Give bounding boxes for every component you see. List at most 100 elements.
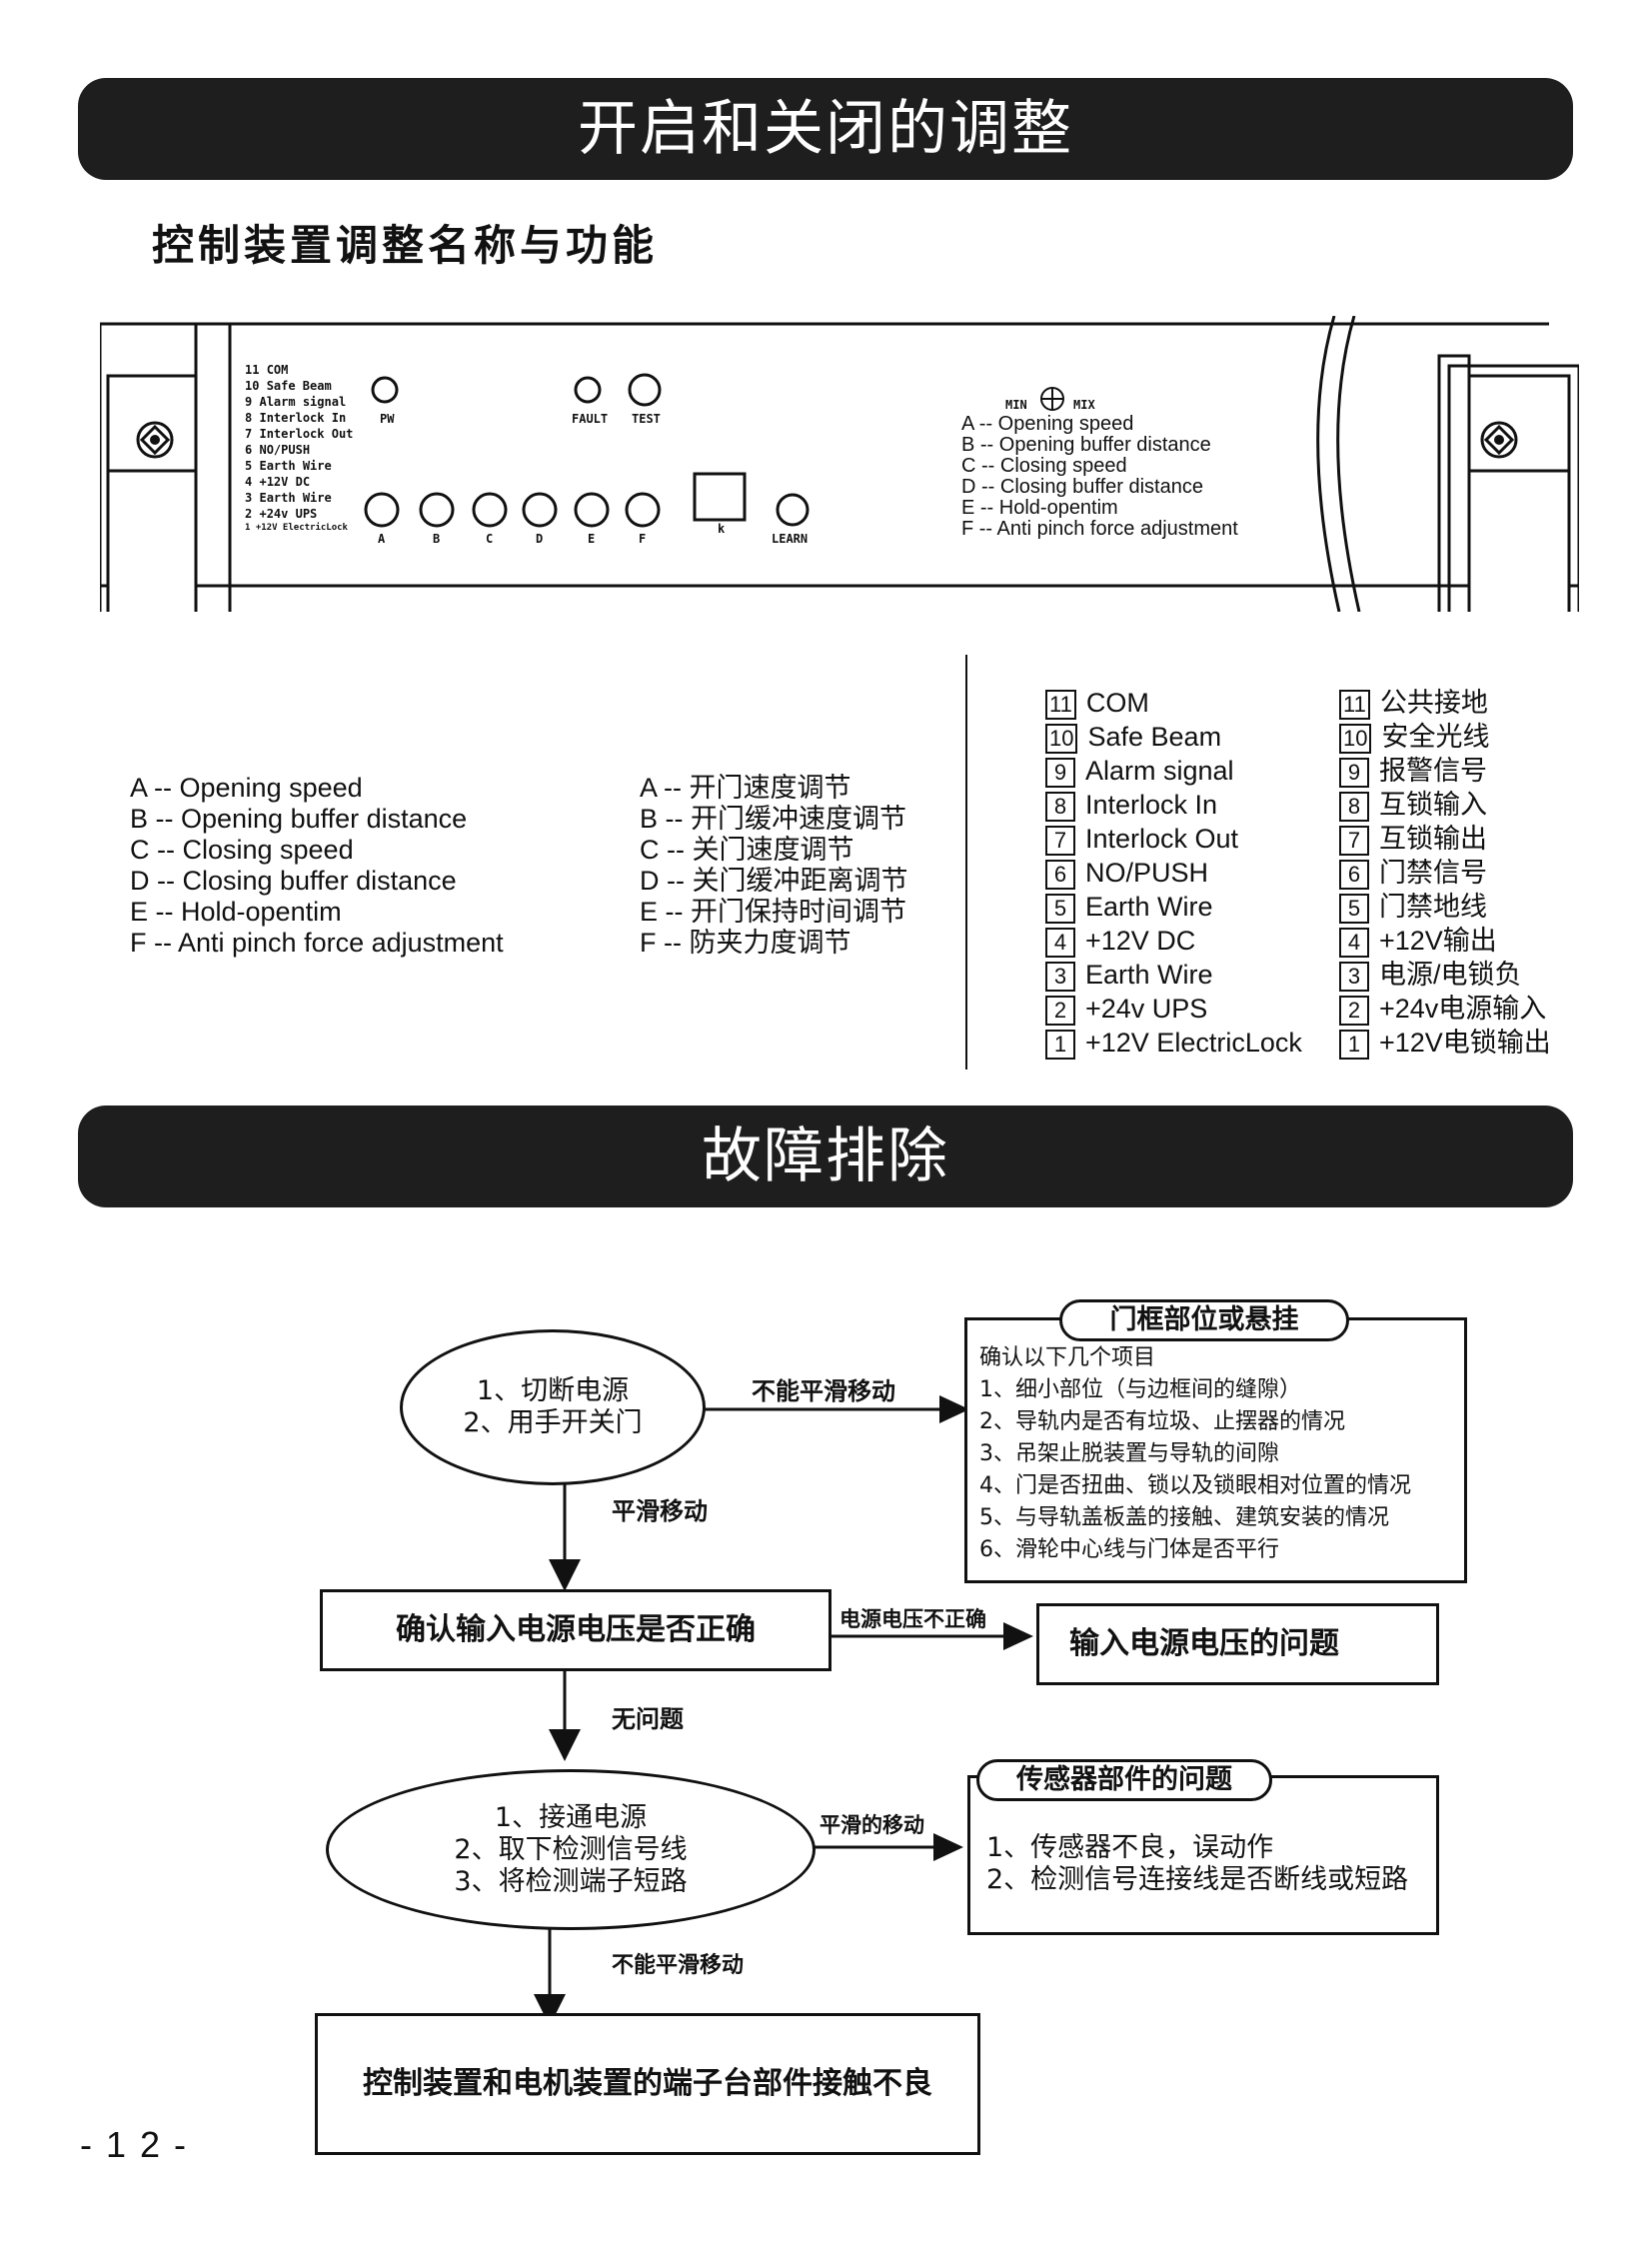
panel-terminal-11: 11 COM (245, 363, 289, 377)
flow-step1-line2: 2、用手开关门 (463, 1407, 643, 1438)
flow-step2-text: 确认输入电源电压是否正确 (396, 1612, 756, 1647)
terminal-cn-1: 1+12V电锁输出 (1339, 1026, 1551, 1060)
panel-terminal-9: 9 Alarm signal (245, 395, 347, 409)
control-panel-outline (98, 315, 1581, 618)
legend-cn-e: E -- 开门保持时间调节 (640, 897, 906, 927)
knob-label-b: B (433, 532, 441, 546)
section-title-troubleshooting: 故障排除 (78, 1106, 1573, 1207)
legend-en-b: B -- Opening buffer distance (130, 804, 468, 834)
knob-label-f: F (639, 532, 647, 546)
screw-right-icon (1479, 420, 1519, 460)
flow-step2-box: 确认输入电源电压是否正确 (320, 1589, 831, 1671)
legend-cn-a: A -- 开门速度调节 (640, 773, 851, 803)
terminal-en-2: 2+24v UPS (1045, 992, 1207, 1026)
flow-frame-lines: 确认以下几个项目 1、细小部位（与边框间的缝隙） 2、导轨内是否有垃圾、止摆器的… (979, 1342, 1411, 1566)
subtitle-control-device: 控制装置调整名称与功能 (152, 221, 659, 270)
flow-frame-line-3: 3、吊架止脱装置与导轨的间隙 (979, 1441, 1279, 1466)
max-label: MIX (1073, 398, 1095, 412)
legend-cn-f: F -- 防夹力度调节 (640, 928, 851, 958)
knob-label-e: E (588, 532, 596, 546)
flow-frame-line-6: 6、滑轮中心线与门体是否平行 (979, 1537, 1279, 1562)
flow-frame-line-1: 1、细小部位（与边框间的缝隙） (979, 1377, 1301, 1402)
legend-cn-b: B -- 开门缓冲速度调节 (640, 804, 906, 834)
flow-step3-line3: 3、将检测端子短路 (454, 1865, 688, 1897)
flow-frame-line-4: 4、门是否扭曲、锁以及锁眼相对位置的情况 (979, 1473, 1411, 1498)
page-number: - 1 2 - (80, 2124, 189, 2165)
dial-icon (1037, 384, 1067, 414)
flow-label-no-problem: 无问题 (612, 1705, 684, 1733)
flowchart-arrows (534, 1395, 1033, 2026)
flow-label-smooth-move: 平滑的移动 (820, 1813, 924, 1837)
knob-label-d: D (536, 532, 544, 546)
flow-label-not-smooth-2: 不能平滑移动 (612, 1953, 745, 1978)
panel-terminal-4: 4 +12V DC (245, 475, 311, 489)
panel-terminal-8: 8 Interlock In (245, 411, 347, 425)
flow-step1-line1: 1、切断电源 (476, 1375, 630, 1406)
legend-en-e: E -- Hold-opentim (130, 897, 342, 927)
panel-legend-e: E -- Hold-opentim (961, 497, 1118, 519)
flow-label-voltage-incorrect: 电源电压不正确 (839, 1607, 986, 1631)
flow-step3-line1: 1、接通电源 (494, 1801, 648, 1833)
panel-controls (364, 373, 810, 528)
pw-label: PW (380, 412, 395, 426)
section-title-adjustment: 开启和关闭的调整 (78, 78, 1573, 180)
flow-frame-line-2: 2、导轨内是否有垃圾、止摆器的情况 (979, 1409, 1345, 1434)
vertical-divider (965, 655, 967, 1070)
flow-step4-box: 控制装置和电机装置的端子台部件接触不良 (315, 2013, 980, 2155)
learn-label: LEARN (772, 532, 809, 546)
flow-sensor-box: 1、传感器不良，误动作 2、检测信号连接线是否断线或短路 (967, 1775, 1439, 1935)
min-label: MIN (1005, 398, 1027, 412)
terminal-en-4: 4+12V DC (1045, 924, 1195, 958)
flow-sensor-title: 传感器部件的问题 (976, 1759, 1272, 1801)
panel-terminal-7: 7 Interlock Out (245, 427, 354, 441)
legend-en-a: A -- Opening speed (130, 773, 363, 803)
flow-label-not-smooth-1: 不能平滑移动 (752, 1377, 895, 1405)
flow-sensor-line-1: 2、检测信号连接线是否断线或短路 (986, 1864, 1409, 1895)
legend-en-d: D -- Closing buffer distance (130, 866, 457, 896)
panel-terminal-1: 1 +12V ElectricLock (245, 523, 348, 533)
panel-terminal-2: 2 +24v UPS (245, 507, 318, 521)
test-label: TEST (632, 412, 661, 426)
legend-cn-c: C -- 关门速度调节 (640, 835, 854, 865)
screw-left-icon (135, 420, 175, 460)
panel-legend-f: F -- Anti pinch force adjustment (961, 518, 1238, 540)
panel-terminal-5: 5 Earth Wire (245, 459, 332, 473)
flow-frame-title: 门框部位或悬挂 (1059, 1299, 1349, 1341)
flow-step4-text: 控制装置和电机装置的端子台部件接触不良 (363, 2066, 932, 2101)
legend-en-f: F -- Anti pinch force adjustment (130, 928, 504, 958)
flow-frame-line-0: 确认以下几个项目 (979, 1345, 1156, 1370)
knob-label-c: C (486, 532, 494, 546)
legend-en-c: C -- Closing speed (130, 835, 354, 865)
flow-step3-line2: 2、取下检测信号线 (454, 1833, 688, 1865)
panel-terminal-10: 10 Safe Beam (245, 379, 332, 393)
terminal-en-1: 1+12V ElectricLock (1045, 1026, 1302, 1060)
panel-legend-a: A -- Opening speed (961, 413, 1134, 435)
panel-legend-c: C -- Closing speed (961, 455, 1127, 477)
terminal-cn-4: 4+12V输出 (1339, 924, 1497, 958)
fault-label: FAULT (572, 412, 609, 426)
panel-terminal-6: 6 NO/PUSH (245, 443, 311, 457)
legend-cn-d: D -- 关门缓冲距离调节 (640, 866, 908, 896)
flow-voltage-text: 输入电源电压的问题 (1069, 1626, 1339, 1661)
flow-frame-line-5: 5、与导轨盖板盖的接触、建筑安装的情况 (979, 1505, 1389, 1530)
flow-step3-ellipse: 1、接通电源 2、取下检测信号线 3、将检测端子短路 (326, 1769, 816, 1930)
knob-label-a: A (378, 532, 386, 546)
panel-terminal-3: 3 Earth Wire (245, 491, 332, 505)
flow-step1-ellipse: 1、切断电源 2、用手开关门 (400, 1329, 706, 1485)
flow-sensor-line-0: 1、传感器不良，误动作 (986, 1832, 1274, 1863)
flow-voltage-box: 输入电源电压的问题 (1036, 1603, 1439, 1685)
